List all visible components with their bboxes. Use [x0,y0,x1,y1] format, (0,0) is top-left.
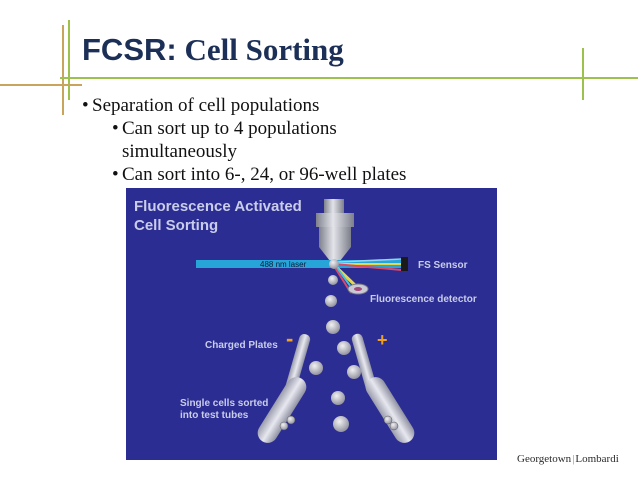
laser-label: 488 nm laser [260,260,307,269]
test-tube-right [365,377,415,443]
bullet-text: Can sort into 6-, 24, or 96-well plates [122,164,407,185]
sorted-cells-line2: into test tubes [180,410,249,421]
title-prefix: FCSR: [82,32,177,67]
charged-plates-label: Charged Plates [205,340,278,351]
facs-diagram-graphic [196,199,415,443]
fluorescence-detector-label: Fluorescence detector [370,294,477,305]
logo-right-text: Lombardi [575,453,619,465]
bullet-text: Separation of cell populations [92,95,320,116]
georgetown-lombardi-logo: Georgetown|Lombardi [517,453,619,465]
nozzle [316,199,354,261]
slide-title: FCSR: Cell Sorting [82,34,344,65]
bullet-text: Can sort up to 4 populations simultaneou… [122,118,337,162]
accent-vertical-green [68,20,70,100]
bullet-list: •Separation of cell populations •Can sor… [82,94,602,186]
fs-sensor [401,257,408,271]
bullet-marker: • [112,118,119,139]
laser-beam [196,260,404,268]
accent-vertical-right-green [582,48,584,100]
minus-sign: - [286,326,294,351]
droplet [325,295,337,307]
facs-diagram: Fluorescence Activated Cell Sorting 488 … [126,188,497,460]
plus-sign: + [377,330,388,350]
cells-in-tubes [279,415,399,431]
diagram-title-line2: Cell Sorting [134,217,219,234]
sorted-cells-line1: Single cells sorted [180,398,269,409]
droplet [331,391,345,405]
droplet [326,320,340,334]
bullet-item-level2: •Can sort up to 4 populations simultaneo… [82,117,392,163]
droplet [337,341,351,355]
droplet [333,416,349,432]
test-tube-left [257,377,307,443]
title-main: Cell Sorting [184,32,344,67]
bullet-marker: • [82,95,89,116]
bullet-item-level2: •Can sort into 6-, 24, or 96-well plates [82,163,602,186]
droplet [309,361,323,375]
accent-vertical-tan [62,25,64,115]
droplet [347,365,361,379]
bullet-marker: • [112,164,119,185]
logo-separator: | [572,453,575,465]
diagram-title: Fluorescence Activated Cell Sorting [134,197,302,235]
accent-horizontal-tan [0,84,82,86]
logo-left-text: Georgetown [517,453,572,465]
diagram-title-line1: Fluorescence Activated [134,198,302,215]
sorted-cells-label: Single cells sorted into test tubes [180,398,268,422]
bullet-item-level1: •Separation of cell populations [82,94,602,117]
droplet [328,275,338,285]
accent-horizontal-green [60,77,638,79]
droplet [329,259,339,269]
detector-lens [354,287,362,291]
fs-sensor-label: FS Sensor [418,260,468,271]
droplet-stream [309,259,361,432]
